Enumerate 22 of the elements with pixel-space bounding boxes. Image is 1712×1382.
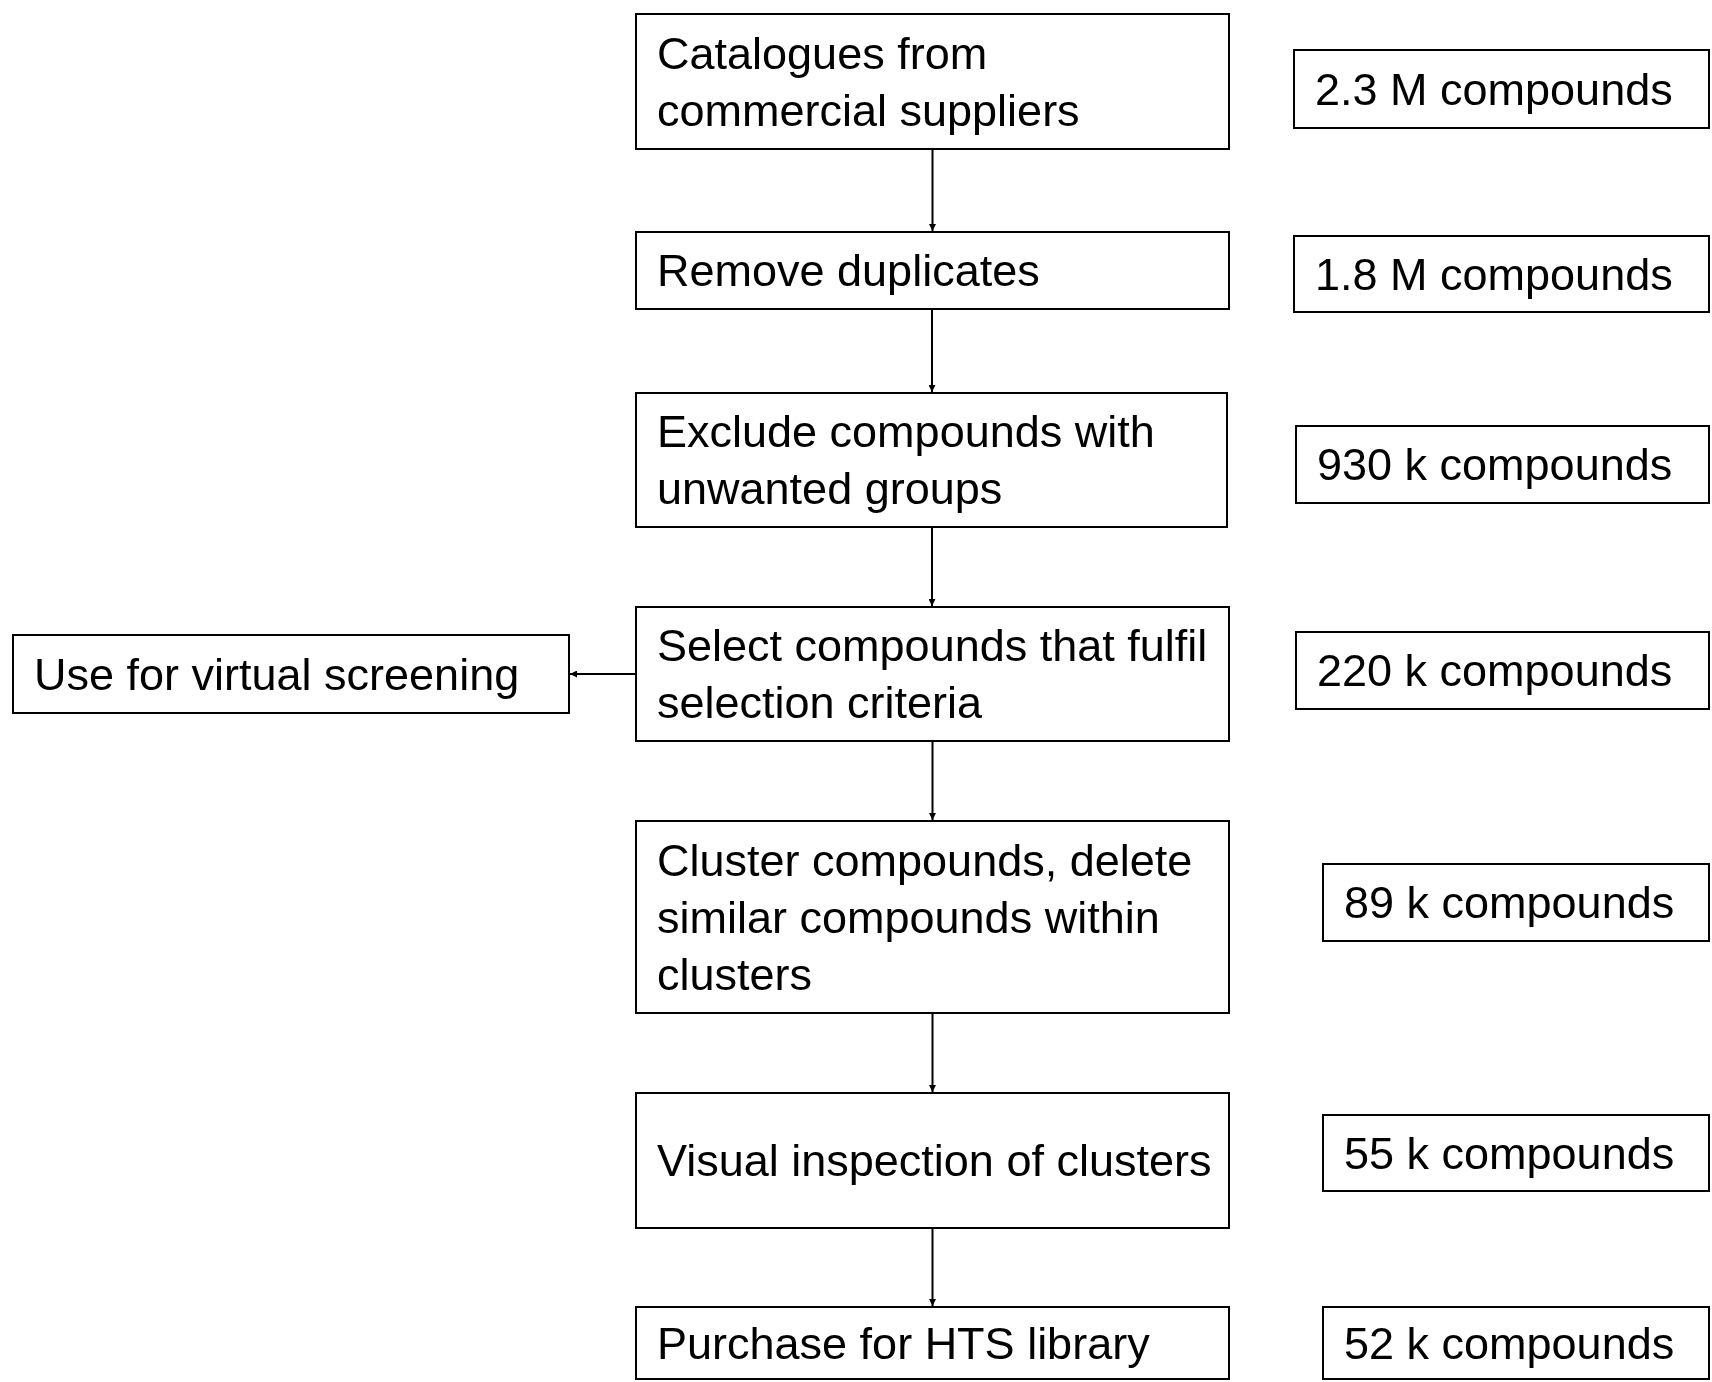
arrow [929, 149, 936, 232]
process-box: Select compounds that fulfil selection criteria [635, 606, 1230, 742]
process-box: Use for virtual screening [12, 634, 570, 714]
arrow [929, 1013, 936, 1093]
arrow [929, 741, 936, 821]
arrow [928, 309, 936, 393]
arrow [928, 527, 936, 607]
process-box: Cluster compounds, delete similar compounds within clusters [635, 820, 1230, 1014]
process-box: 220 k compounds [1295, 631, 1710, 710]
process-box: 930 k compounds [1295, 425, 1710, 504]
arrow [569, 670, 636, 678]
process-box: 89 k compounds [1322, 863, 1710, 942]
process-box: Remove duplicates [635, 231, 1230, 310]
process-box: Catalogues from commercial suppliers [635, 13, 1230, 150]
process-box: Purchase for HTS library [635, 1306, 1230, 1380]
arrow [929, 1228, 936, 1307]
process-box: Exclude compounds with unwanted groups [635, 392, 1228, 528]
process-box: Visual inspection of clusters [635, 1092, 1230, 1229]
process-box: 1.8 M compounds [1293, 235, 1710, 313]
process-box: 52 k compounds [1322, 1306, 1710, 1380]
process-box: 2.3 M compounds [1293, 49, 1710, 129]
process-box: 55 k compounds [1322, 1114, 1710, 1192]
